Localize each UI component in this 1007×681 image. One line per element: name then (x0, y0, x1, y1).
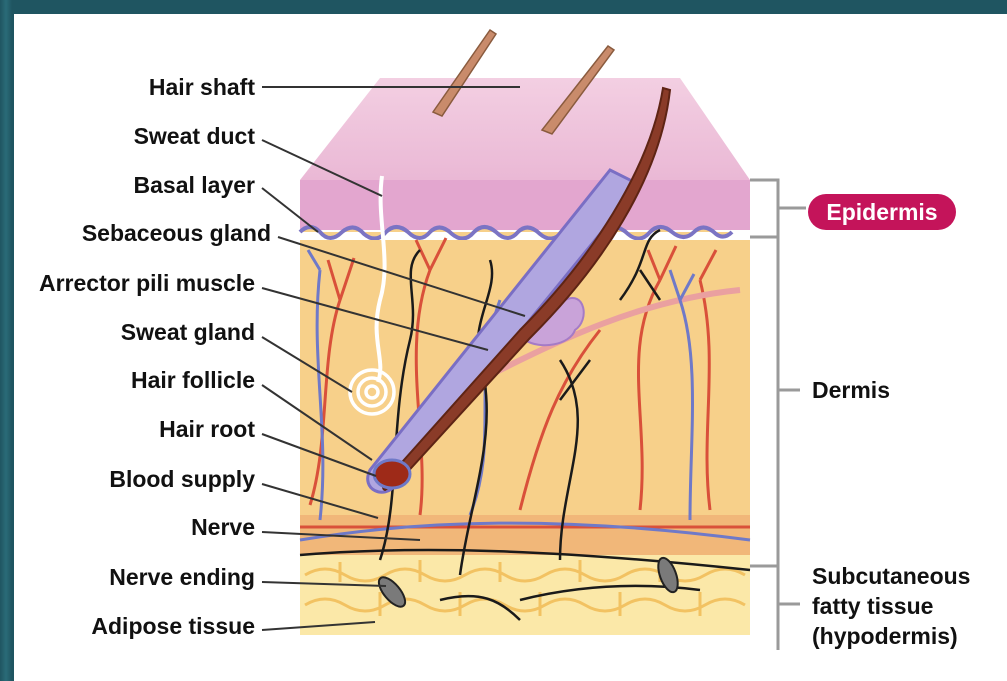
hair-root-bulb (374, 460, 410, 488)
label-hair-shaft: Hair shaft (149, 74, 255, 100)
label-hair-follicle: Hair follicle (131, 367, 255, 393)
label-adipose-tissue: Adipose tissue (91, 613, 255, 639)
label-subcutaneous-1: Subcutaneous (812, 563, 970, 589)
label-basal-layer: Basal layer (134, 172, 256, 198)
label-epidermis: Epidermis (826, 199, 937, 225)
label-nerve-ending: Nerve ending (109, 564, 255, 590)
label-subcutaneous-2: fatty tissue (812, 593, 933, 619)
label-sebaceous-gland: Sebaceous gland (82, 220, 271, 246)
label-dermis: Dermis (812, 377, 890, 403)
skin-surface (300, 78, 750, 180)
label-sweat-gland: Sweat gland (121, 319, 255, 345)
layer-bracket (750, 180, 806, 650)
label-subcutaneous-3: (hypodermis) (812, 623, 958, 649)
label-nerve: Nerve (191, 514, 255, 540)
label-sweat-duct: Sweat duct (134, 123, 256, 149)
label-blood-supply: Blood supply (109, 466, 255, 492)
vascular-band (300, 515, 750, 555)
epidermis-band (300, 180, 750, 230)
label-hair-root: Hair root (159, 416, 255, 442)
label-arrector-pili: Arrector pili muscle (39, 270, 255, 296)
